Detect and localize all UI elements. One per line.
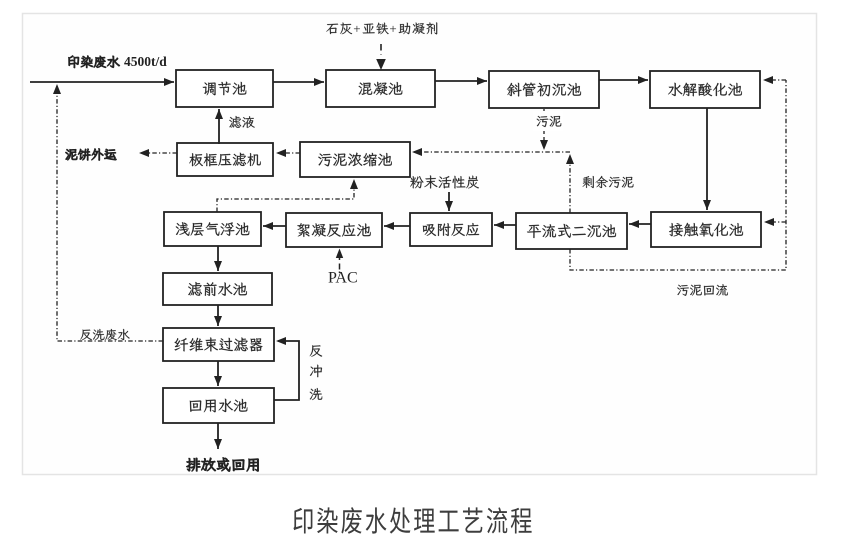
svg-text:+: + [353,21,360,36]
svg-text:+: + [389,21,396,36]
svg-text:PAC: PAC [328,270,358,287]
svg-text:4500t/d: 4500t/d [124,54,167,69]
